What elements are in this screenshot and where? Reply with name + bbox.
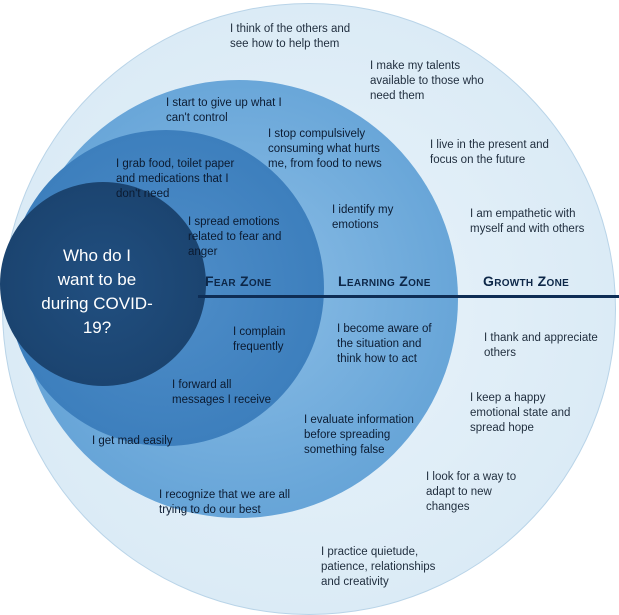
fear-item: I forward all messages I receive	[172, 379, 272, 406]
growth-item: I live in the present and focus on the f…	[430, 139, 549, 166]
learning-item: I recognize that we are all trying to do…	[159, 489, 291, 516]
fear-zone-label: Fear Zone	[205, 273, 272, 289]
fear-item: I get mad easily	[92, 435, 173, 447]
learning-item: I evaluate information before spreading …	[304, 414, 414, 456]
fear-item: I grab food, toilet paper and medication…	[116, 158, 235, 200]
core-question-text: Who do I want to be during COVID- 19?	[41, 246, 153, 337]
learning-zone-label: Learning Zone	[338, 273, 431, 289]
growth-item: I look for a way to adapt to new changes	[426, 471, 517, 513]
growth-item: I make my talents available to those who…	[370, 60, 484, 102]
growth-item: I practice quietude, patience, relations…	[321, 546, 436, 588]
learning-item: I identify my emotions	[332, 204, 394, 231]
growth-zone-label: Growth Zone	[483, 273, 570, 289]
learning-item: I become aware of the situation and thin…	[337, 323, 432, 365]
zone-divider-line	[198, 295, 619, 298]
learning-item: I stop compulsively consuming what hurts…	[268, 128, 382, 170]
fear-item: I spread emotions related to fear and an…	[188, 216, 282, 258]
growth-item: I thank and appreciate others	[484, 332, 598, 359]
growth-item: I think of the others and see how to hel…	[230, 23, 351, 50]
core-question-circle	[0, 182, 206, 386]
growth-item: I am empathetic with myself and with oth…	[470, 208, 585, 235]
growth-item: I keep a happy emotional state and sprea…	[470, 392, 571, 434]
fear-item: I complain frequently	[233, 326, 286, 353]
learning-item: I start to give up what I can't control	[166, 97, 282, 124]
